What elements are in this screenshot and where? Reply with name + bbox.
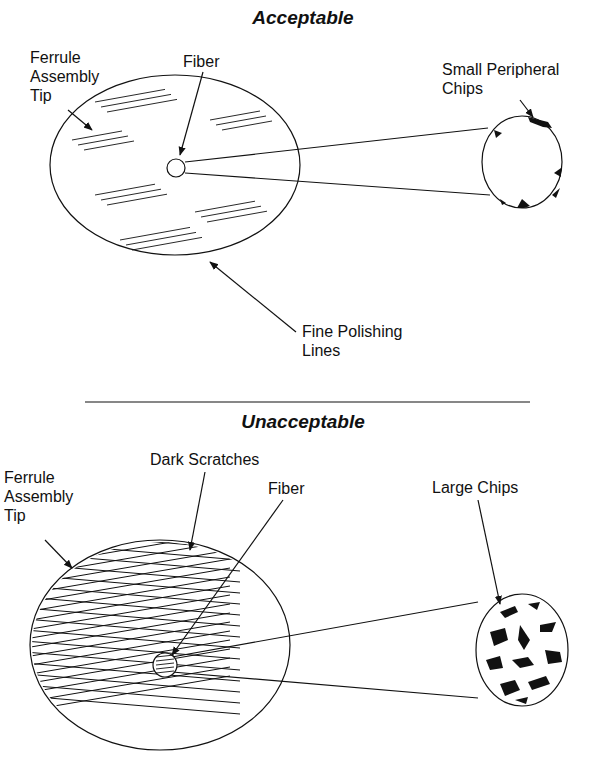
part-label: Large Chips xyxy=(432,478,552,497)
peripheral-chips xyxy=(494,117,561,208)
polish-stroke xyxy=(126,232,196,245)
scratch-stroke xyxy=(25,514,230,549)
polish-stroke xyxy=(101,189,161,200)
scratch-stroke xyxy=(25,541,230,576)
leader-line xyxy=(210,262,296,332)
scratch-stroke xyxy=(25,586,230,621)
part-label: Small Peripheral Chips xyxy=(442,60,567,98)
scratch-stroke xyxy=(25,586,240,604)
fiber-scratches xyxy=(156,655,174,673)
polish-stroke xyxy=(101,94,171,107)
scratch-stroke xyxy=(25,520,240,538)
zoom-line xyxy=(172,672,478,698)
polish-stroke xyxy=(207,211,267,222)
polish-stroke xyxy=(95,184,155,195)
scratch-stroke xyxy=(156,655,174,657)
polish-stroke xyxy=(132,237,202,250)
section-heading: Unacceptable xyxy=(0,412,606,431)
leader-line xyxy=(520,100,533,117)
scratch-stroke xyxy=(25,652,240,670)
scratch-stroke xyxy=(156,659,174,661)
scratch-stroke xyxy=(25,630,240,648)
scratch-stroke xyxy=(156,667,174,669)
zoom-line xyxy=(185,128,488,162)
scratch-stroke xyxy=(25,542,240,560)
leader-line xyxy=(180,72,203,155)
scratch-stroke xyxy=(25,505,230,540)
part-label: Dark Scratches xyxy=(150,450,290,469)
polish-stroke xyxy=(222,121,272,130)
separator-line xyxy=(85,401,530,402)
leader-line xyxy=(172,500,283,655)
large-chips xyxy=(486,602,562,704)
scratch-stroke xyxy=(25,663,240,681)
scratch-stroke xyxy=(25,685,240,703)
leader-line xyxy=(478,500,500,604)
scratch-stroke xyxy=(156,671,174,673)
scratch-stroke xyxy=(25,564,240,582)
fiber-zoom xyxy=(482,116,562,208)
scratch-stroke xyxy=(25,640,230,675)
leader-line xyxy=(68,110,92,130)
polish-stroke xyxy=(201,206,261,217)
scratch-stroke xyxy=(25,667,230,702)
scratch-stroke xyxy=(25,553,240,571)
polish-stroke xyxy=(107,194,167,205)
section-heading: Acceptable xyxy=(0,8,606,27)
polish-stroke xyxy=(84,141,134,150)
scratch-stroke xyxy=(25,608,240,626)
scratch-stroke xyxy=(25,619,240,637)
part-label: Ferrule Assembly Tip xyxy=(30,48,108,105)
polish-stroke xyxy=(107,99,177,112)
polish-stroke xyxy=(95,89,165,102)
scratch-stroke xyxy=(25,613,230,648)
polish-stroke xyxy=(120,227,190,240)
zoom-line xyxy=(185,173,490,195)
scratch-stroke xyxy=(25,523,230,558)
dark-scratches xyxy=(25,505,240,714)
fiber-core xyxy=(167,159,185,177)
scratch-stroke xyxy=(25,696,240,714)
scratch-stroke xyxy=(25,575,240,593)
ferrule-tip xyxy=(50,75,300,255)
scratch-stroke xyxy=(25,531,240,549)
part-label: Fiber xyxy=(268,479,328,498)
polishing-lines xyxy=(72,89,272,250)
polish-stroke xyxy=(195,201,255,212)
fiber-core xyxy=(153,653,177,677)
part-label: Fiber xyxy=(183,52,243,71)
scratch-stroke xyxy=(25,674,240,692)
part-label: Ferrule Assembly Tip xyxy=(4,468,82,525)
zoom-line xyxy=(172,602,478,657)
part-label: Fine Polishing Lines xyxy=(302,322,417,360)
scratch-stroke xyxy=(25,568,230,603)
leader-line xyxy=(45,540,72,568)
fiber-zoom xyxy=(476,594,568,706)
leader-line xyxy=(190,472,205,550)
scratch-stroke xyxy=(156,663,174,665)
